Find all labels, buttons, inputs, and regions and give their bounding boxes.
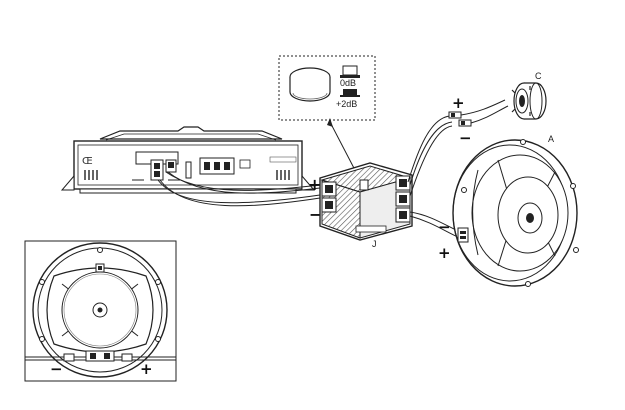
woofer-wire-plus: + — [438, 244, 451, 262]
switch-2db-icon — [340, 89, 360, 97]
crossover — [320, 163, 412, 240]
woofer-front-inset — [25, 241, 176, 381]
amp-brand-mark: Œ — [82, 156, 93, 167]
crossover-label: J — [372, 239, 377, 249]
woofer — [453, 140, 579, 287]
crossover-output-terminals — [396, 176, 410, 222]
amp-fuse — [186, 162, 191, 178]
tweeter-level-callout: 0dB +2dB — [279, 56, 375, 120]
tweeter-wire-plus: + — [452, 94, 465, 112]
callout-arrow — [327, 118, 356, 172]
tweeter-cap-icon — [290, 68, 330, 101]
switch-0db-icon — [340, 66, 360, 78]
tweeter-wire-minus: − — [459, 129, 472, 147]
woofer-wire-minus: − — [438, 218, 451, 236]
woofer-label: A — [548, 134, 554, 144]
inset-minus: − — [50, 360, 63, 378]
label-0db: 0dB — [340, 78, 356, 88]
crossover-to-tweeter-wires — [408, 116, 452, 196]
inset-plus: + — [140, 360, 153, 378]
label-2db: +2dB — [336, 99, 357, 109]
tweeter — [512, 83, 546, 119]
tweeter-label: C — [535, 71, 542, 81]
